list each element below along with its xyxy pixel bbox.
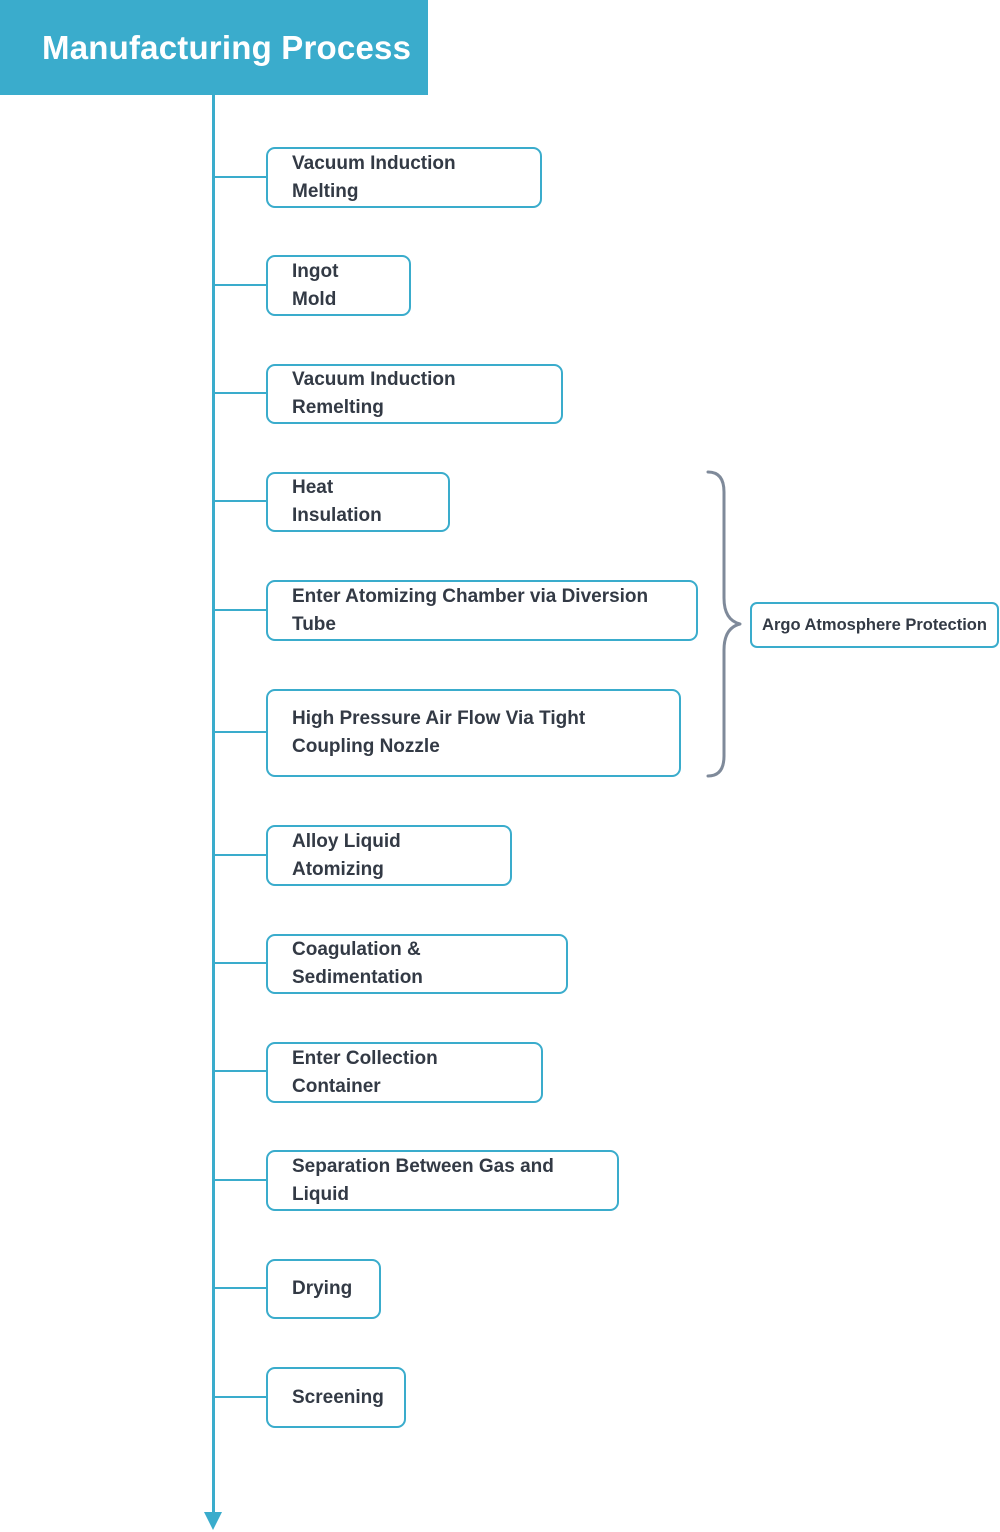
timeline-arrow-down-icon	[204, 1512, 222, 1530]
step-screening: Screening	[266, 1367, 406, 1428]
step-high-pressure-air-flow: High Pressure Air Flow Via Tight Couplin…	[266, 689, 681, 777]
page-title: Manufacturing Process	[0, 0, 428, 95]
step-connector	[214, 500, 267, 502]
step-connector	[214, 609, 267, 611]
step-connector	[214, 1287, 267, 1289]
step-heat-insulation: Heat Insulation	[266, 472, 450, 532]
step-ingot-mold: Ingot Mold	[266, 255, 411, 316]
step-connector	[214, 1396, 267, 1398]
step-vacuum-induction-remelting: Vacuum Induction Remelting	[266, 364, 563, 424]
step-connector	[214, 731, 267, 733]
step-connector	[214, 1070, 267, 1072]
step-enter-atomizing-chamber: Enter Atomizing Chamber via Diversion Tu…	[266, 580, 698, 641]
step-separation-gas-liquid: Separation Between Gas and Liquid	[266, 1150, 619, 1211]
step-vacuum-induction-melting: Vacuum Induction Melting	[266, 147, 542, 208]
curly-brace-path	[706, 470, 742, 778]
step-connector	[214, 392, 267, 394]
step-enter-collection-container: Enter Collection Container	[266, 1042, 543, 1103]
timeline-spine	[212, 95, 215, 1513]
step-drying: Drying	[266, 1259, 381, 1319]
step-coagulation-sedimentation: Coagulation & Sedimentation	[266, 934, 568, 994]
step-connector	[214, 176, 267, 178]
step-connector	[214, 854, 267, 856]
step-connector	[214, 1179, 267, 1181]
argo-atmosphere-protection-box: Argo Atmosphere Protection	[750, 602, 999, 648]
step-connector	[214, 284, 267, 286]
curly-brace	[706, 470, 742, 778]
step-connector	[214, 962, 267, 964]
step-alloy-liquid-atomizing: Alloy Liquid Atomizing	[266, 825, 512, 886]
